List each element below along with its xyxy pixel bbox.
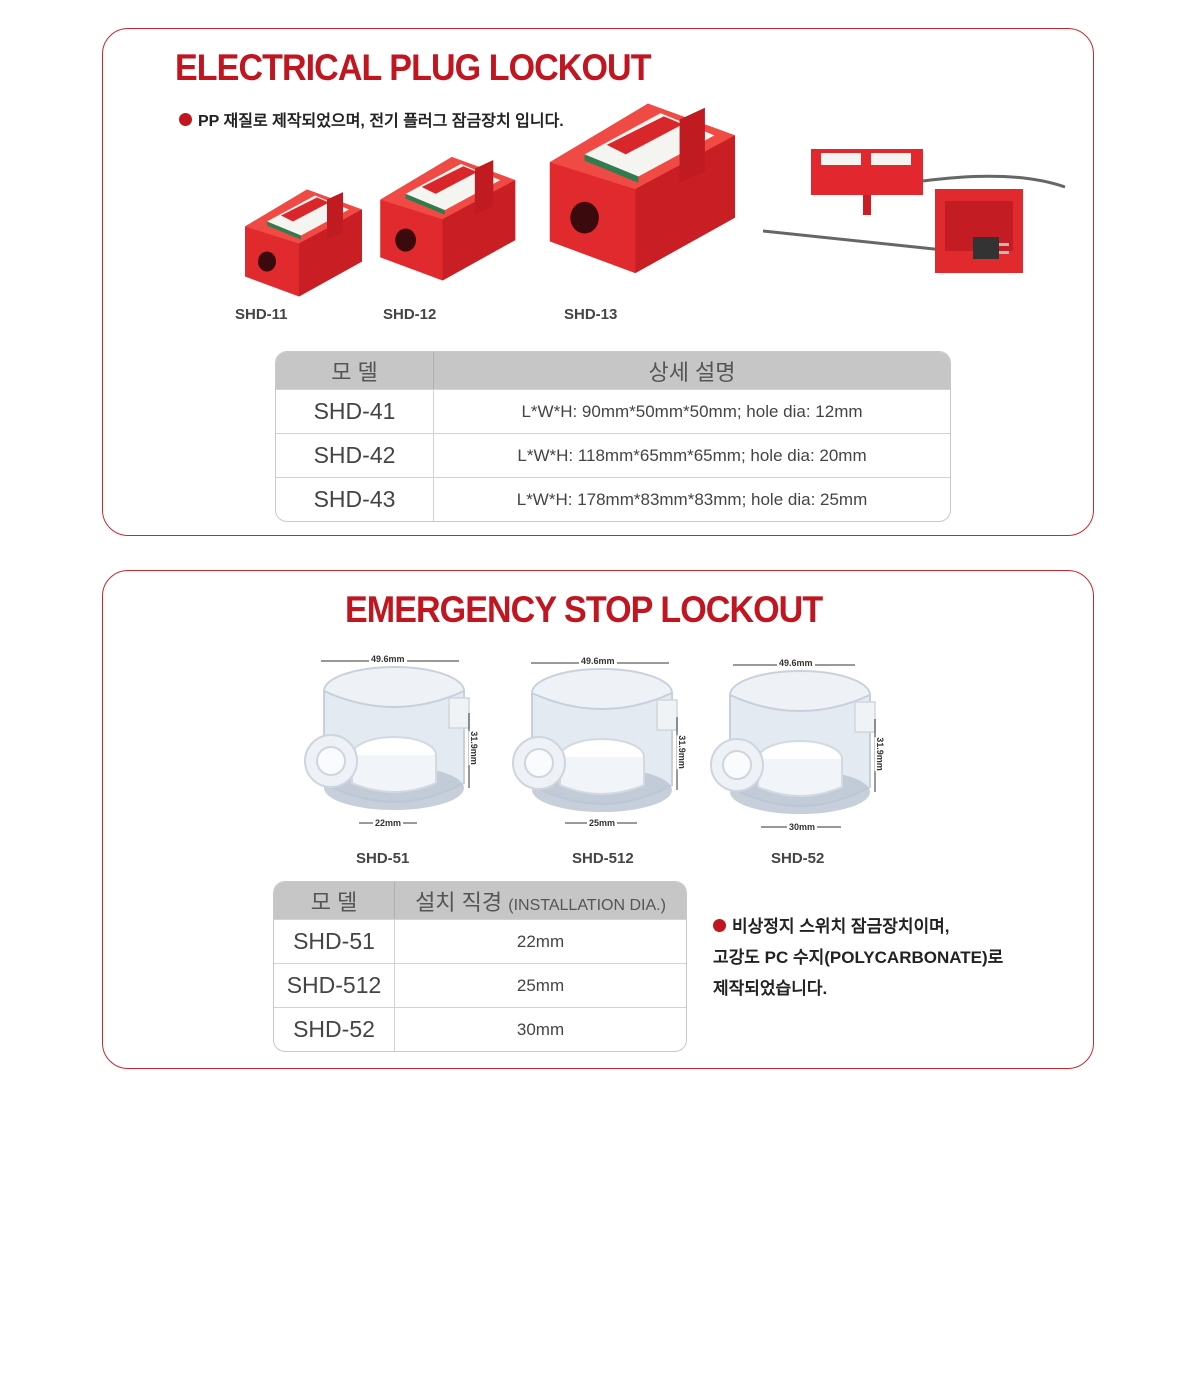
table-header-row: 모 델 상세 설명 <box>276 352 950 389</box>
dim-height-label: 31.9mm <box>874 737 885 771</box>
dim-hole-label: 25mm <box>587 818 618 828</box>
cell-model: SHD-512 <box>274 963 395 1007</box>
cell-dia: 25mm <box>395 963 686 1007</box>
description-line-text: 비상정지 스위치 잠금장치이며, <box>732 917 950 936</box>
section-title: EMERGENCY STOP LOCKOUT <box>345 589 823 630</box>
product-note: PP 재질로 제작되었으며, 전기 플러그 잠금장치 입니다. <box>179 107 564 131</box>
plug-lockout-image-large <box>549 103 735 274</box>
emergency-stop-lockout-card: EMERGENCY STOP LOCKOUT 49.6mm 22mm 31.9m… <box>102 570 1094 1069</box>
table-row: SHD-41 L*W*H: 90mm*50mm*50mm; hole dia: … <box>276 389 950 433</box>
plug-lockout-image-medium <box>380 157 516 281</box>
plug-spec-table: 모 델 상세 설명 SHD-41 L*W*H: 90mm*50mm*50mm; … <box>275 351 951 522</box>
dim-height-label: 31.9mm <box>676 735 687 769</box>
table-row: SHD-512 25mm <box>274 963 686 1007</box>
estop-lockout-image-shd-52: 49.6mm 30mm 31.9mm <box>705 657 885 837</box>
cell-description: L*W*H: 178mm*83mm*83mm; hole dia: 25mm <box>434 477 950 521</box>
cell-model: SHD-52 <box>274 1007 395 1051</box>
dim-width-label: 49.6mm <box>579 656 617 666</box>
description-line: 고강도 PC 수지(POLYCARBONATE)로 <box>713 948 1004 967</box>
plug-lockout-open-image <box>763 149 1066 273</box>
caption-shd-51: SHD-51 <box>356 850 410 867</box>
dim-hole-label: 22mm <box>373 818 404 828</box>
caption-shd-52: SHD-52 <box>771 850 825 867</box>
cell-description: L*W*H: 118mm*65mm*65mm; hole dia: 20mm <box>434 433 950 477</box>
table-row: SHD-51 22mm <box>274 919 686 963</box>
header-model: 모 델 <box>274 882 395 919</box>
description-line: 제작되었습니다. <box>713 979 828 998</box>
header-installation-dia: 설치 직경 (INSTALLATION DIA.) <box>395 882 686 919</box>
estop-lockout-image-shd-512: 49.6mm 25mm 31.9mm <box>507 655 687 835</box>
cell-dia: 30mm <box>395 1007 686 1051</box>
table-header-row: 모 델 설치 직경 (INSTALLATION DIA.) <box>274 882 686 919</box>
dim-height-label: 31.9mm <box>468 731 479 765</box>
dim-width-label: 49.6mm <box>777 658 815 668</box>
bullet-icon <box>713 919 726 933</box>
caption-shd-512: SHD-512 <box>572 850 634 867</box>
header-dia-korean: 설치 직경 <box>415 889 503 915</box>
dim-hole-label: 30mm <box>787 822 818 832</box>
estop-description: 비상정지 스위치 잠금장치이며, 고강도 PC 수지(POLYCARBONATE… <box>713 911 1003 1004</box>
caption-shd-12: SHD-12 <box>383 306 437 323</box>
cell-description: L*W*H: 90mm*50mm*50mm; hole dia: 12mm <box>434 389 950 433</box>
header-model: 모 델 <box>276 352 434 389</box>
bullet-icon <box>179 113 192 127</box>
caption-shd-11: SHD-11 <box>235 306 288 323</box>
table-row: SHD-42 L*W*H: 118mm*65mm*65mm; hole dia:… <box>276 433 950 477</box>
caption-shd-13: SHD-13 <box>564 306 618 323</box>
cell-model: SHD-43 <box>276 477 434 521</box>
header-dia-english: (INSTALLATION DIA.) <box>508 896 666 914</box>
dim-width-label: 49.6mm <box>369 654 407 664</box>
cell-dia: 22mm <box>395 919 686 963</box>
table-row: SHD-52 30mm <box>274 1007 686 1051</box>
electrical-plug-lockout-card: ELECTRICAL PLUG LOCKOUT PP 재질로 제작되었으며, 전… <box>102 28 1094 536</box>
header-description: 상세 설명 <box>434 352 950 389</box>
section-title: ELECTRICAL PLUG LOCKOUT <box>175 47 651 88</box>
cell-model: SHD-51 <box>274 919 395 963</box>
estop-lockout-image-shd-51: 49.6mm 22mm 31.9mm <box>299 653 479 833</box>
cell-model: SHD-42 <box>276 433 434 477</box>
plug-lockout-image-small <box>245 189 362 297</box>
cell-model: SHD-41 <box>276 389 434 433</box>
table-row: SHD-43 L*W*H: 178mm*83mm*83mm; hole dia:… <box>276 477 950 521</box>
estop-spec-table: 모 델 설치 직경 (INSTALLATION DIA.) SHD-51 22m… <box>273 881 687 1052</box>
description-line: 비상정지 스위치 잠금장치이며, <box>713 911 1003 942</box>
product-note-text: PP 재질로 제작되었으며, 전기 플러그 잠금장치 입니다. <box>198 113 564 130</box>
